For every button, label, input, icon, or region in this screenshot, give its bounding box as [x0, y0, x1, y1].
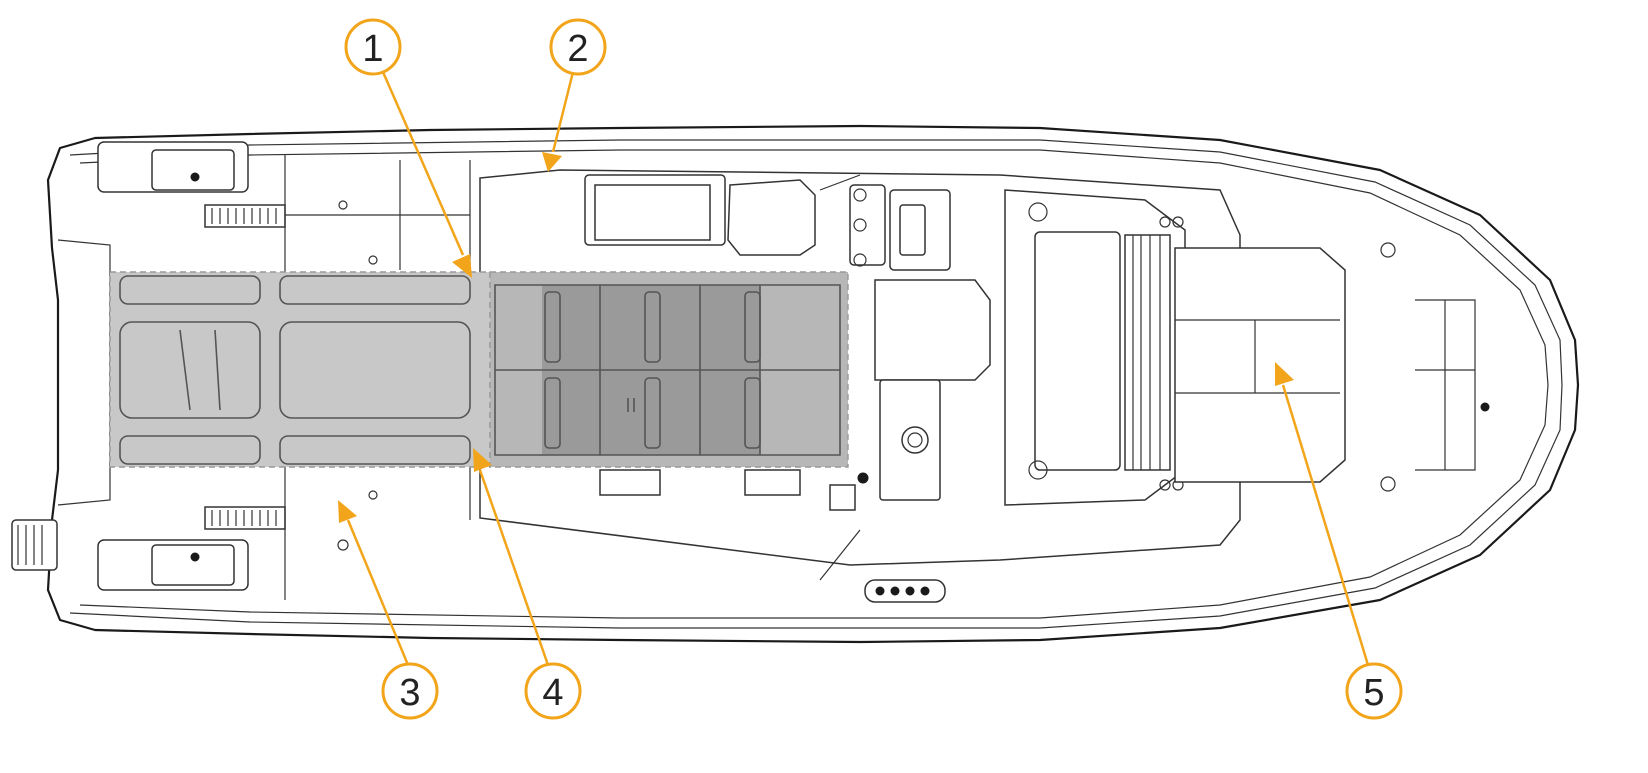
callout-2-label: 2	[567, 28, 588, 70]
arrow-5	[1275, 362, 1370, 666]
arrow-3	[338, 500, 410, 666]
callout-1: 1	[344, 18, 402, 76]
arrow-1	[381, 71, 472, 278]
highlight-area	[109, 271, 849, 468]
callout-5-label: 5	[1363, 672, 1384, 714]
boarding-ladder	[11, 519, 58, 571]
callout-3: 3	[381, 662, 439, 720]
arrow-2	[542, 71, 575, 172]
callout-arrows	[338, 71, 1370, 666]
callout-1-label: 1	[362, 28, 383, 70]
callout-4-label: 4	[542, 672, 563, 714]
stern-vent-top	[204, 204, 286, 228]
callout-3-label: 3	[399, 672, 420, 714]
helm-console	[479, 169, 1241, 566]
stern-vent-bottom	[204, 506, 286, 530]
stern-equipment	[11, 141, 286, 591]
forward-cockpit	[1004, 189, 1490, 506]
callout-2: 2	[549, 18, 607, 76]
callout-4: 4	[524, 662, 582, 720]
arrow-4	[473, 448, 550, 666]
callout-5: 5	[1345, 662, 1403, 720]
side-fittings	[819, 174, 946, 603]
